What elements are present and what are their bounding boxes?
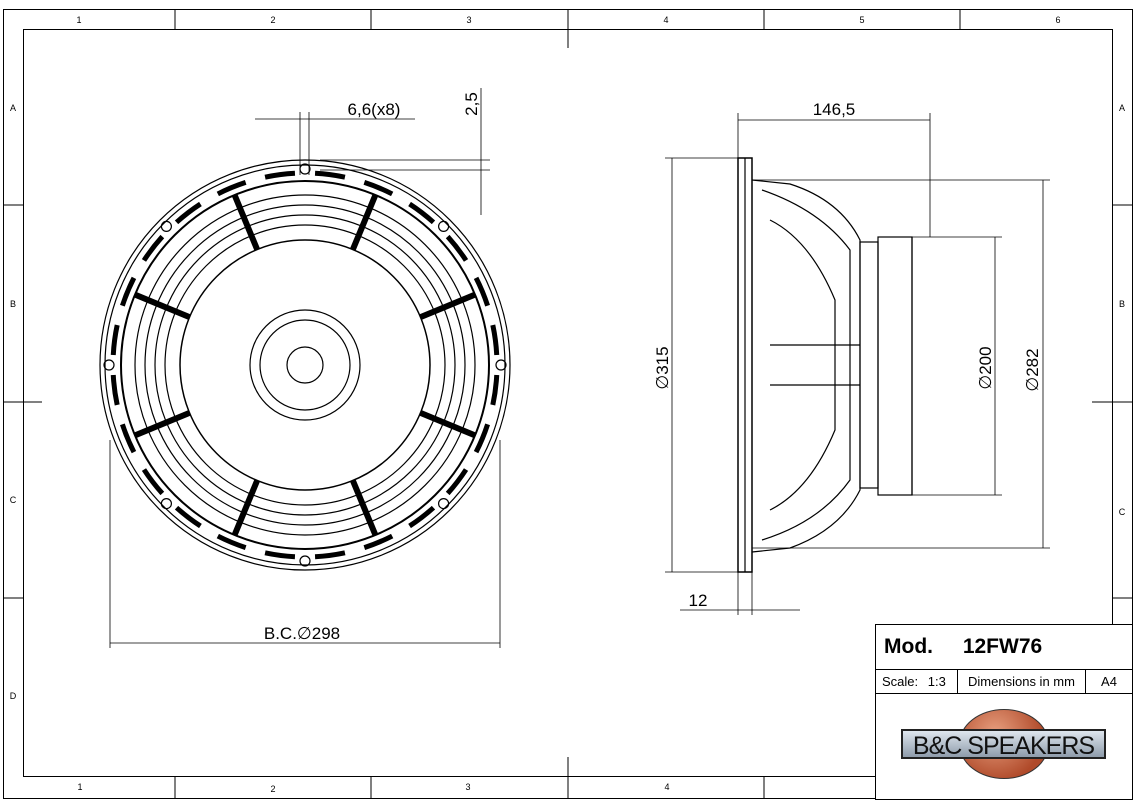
dimension-outer-diameter: ∅315 bbox=[653, 346, 672, 389]
column-label: 1 bbox=[76, 15, 81, 25]
row-label: A bbox=[1119, 103, 1125, 113]
row-label: B bbox=[1119, 299, 1125, 309]
basket-spoke bbox=[350, 479, 379, 537]
flange-slot bbox=[264, 550, 296, 560]
column-label: 2 bbox=[270, 15, 275, 25]
row-label: A bbox=[10, 103, 16, 113]
dimension-lines bbox=[109, 88, 1050, 648]
column-label: 3 bbox=[465, 782, 470, 792]
flange-slot bbox=[174, 201, 202, 225]
flange-slot bbox=[473, 276, 490, 307]
column-label: 1 bbox=[77, 782, 82, 792]
mounting-hole bbox=[299, 555, 311, 567]
column-label: 6 bbox=[1055, 15, 1060, 25]
flange-slot bbox=[445, 468, 469, 496]
flange-slot bbox=[314, 170, 346, 180]
column-label: 2 bbox=[270, 784, 275, 794]
column-label: 3 bbox=[466, 15, 471, 25]
mounting-hole bbox=[103, 359, 115, 371]
flange-slot bbox=[408, 201, 436, 225]
basket-spoke bbox=[231, 193, 260, 251]
row-label: C bbox=[10, 495, 17, 505]
dimension-basket-diameter: ∅282 bbox=[1023, 348, 1042, 391]
flange-slot bbox=[216, 533, 247, 550]
basket-spoke bbox=[419, 291, 477, 320]
basket-spoke bbox=[231, 479, 260, 537]
flange-slot bbox=[141, 468, 165, 496]
row-label: B bbox=[10, 299, 16, 309]
mounting-hole bbox=[160, 220, 173, 233]
drawing-frame bbox=[3, 9, 1133, 799]
column-label: 5 bbox=[859, 15, 864, 25]
flange-slot bbox=[141, 234, 165, 262]
dimension-hole: 6,6(x8) bbox=[348, 100, 401, 119]
units-label: Dimensions in mm bbox=[958, 670, 1086, 694]
scale-value: 1:3 bbox=[927, 674, 946, 689]
flange-slot bbox=[110, 324, 120, 356]
dimension-bolt-circle: B.C.∅298 bbox=[264, 624, 340, 643]
mounting-hole bbox=[437, 497, 450, 510]
mounting-hole bbox=[160, 497, 173, 510]
dimension-magnet-diameter: ∅200 bbox=[976, 346, 995, 389]
brand-logo: B&C SPEAKERS bbox=[901, 709, 1111, 779]
flange-slot bbox=[120, 423, 137, 454]
flange-slot bbox=[363, 180, 394, 197]
basket-spoke bbox=[133, 291, 191, 320]
model-name: 12FW76 bbox=[962, 635, 1043, 658]
mounting-hole bbox=[495, 359, 507, 371]
flange-slot bbox=[445, 234, 469, 262]
dimension-flange-offset: 2,5 bbox=[462, 92, 481, 116]
flange-slot bbox=[363, 533, 394, 550]
basket-spoke bbox=[350, 193, 379, 251]
paper-size: A4 bbox=[1086, 670, 1132, 694]
basket-spoke bbox=[133, 410, 191, 439]
side-view bbox=[737, 157, 913, 573]
mod-label: Mod. bbox=[884, 635, 933, 658]
flange-slot bbox=[314, 550, 346, 560]
mounting-hole bbox=[437, 220, 450, 233]
flange-slot bbox=[174, 505, 202, 529]
scale-label: Scale: bbox=[882, 674, 919, 689]
flange-slot bbox=[408, 505, 436, 529]
flange-slot bbox=[490, 374, 500, 406]
flange-slot bbox=[120, 276, 137, 307]
flange-slot bbox=[110, 374, 120, 406]
front-view bbox=[99, 159, 511, 571]
flange-slot bbox=[216, 180, 247, 197]
column-label: 4 bbox=[664, 782, 669, 792]
flange-slot bbox=[264, 170, 296, 180]
basket-spoke bbox=[419, 410, 477, 439]
flange-slot bbox=[473, 423, 490, 454]
dimension-depth: 146,5 bbox=[813, 100, 856, 119]
flange-slot bbox=[490, 324, 500, 356]
dimension-flange-thickness: 12 bbox=[689, 591, 708, 610]
title-block: Mod. 12FW76 Scale: 1:3 Dimensions in mm … bbox=[875, 624, 1133, 800]
row-label: D bbox=[10, 691, 17, 701]
column-label: 4 bbox=[663, 15, 668, 25]
row-label: C bbox=[1119, 507, 1126, 517]
